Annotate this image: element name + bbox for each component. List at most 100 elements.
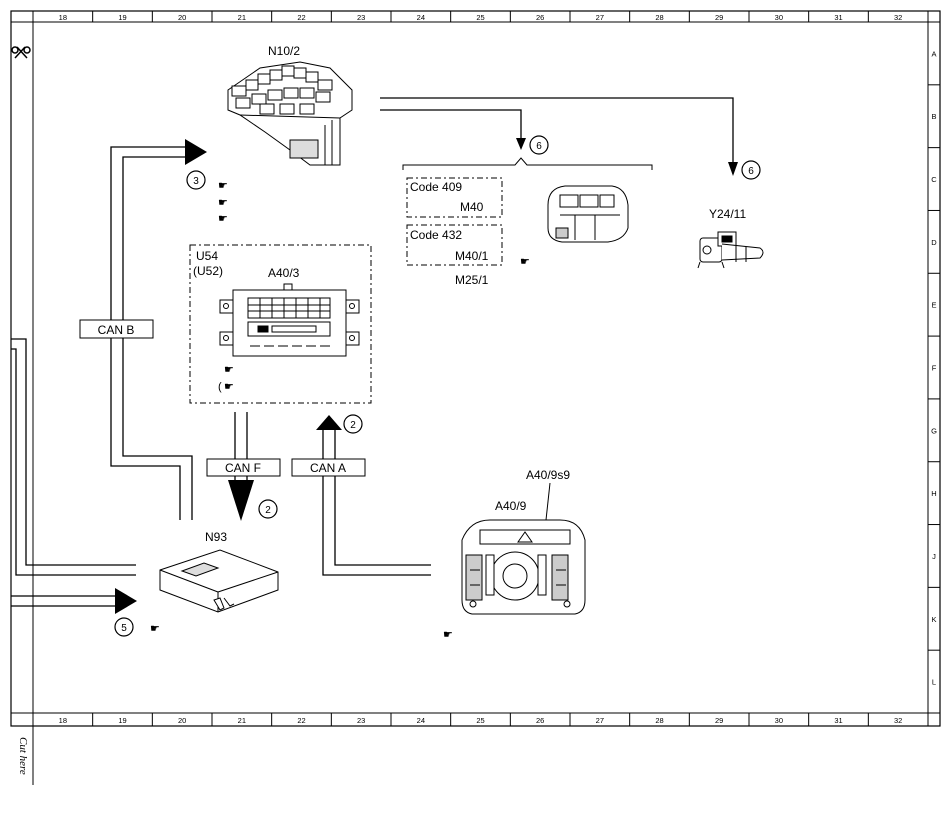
ruler-ticks bbox=[92, 11, 940, 726]
code-409-label: Code 409 bbox=[410, 180, 462, 194]
code-432-label: Code 432 bbox=[410, 228, 462, 242]
scissors-icon bbox=[11, 46, 31, 59]
u52-label: (U52) bbox=[193, 264, 223, 278]
ruler-row-letter: E bbox=[931, 301, 936, 310]
hand-pointer-icon: ☛ bbox=[224, 381, 234, 393]
ruler-frame bbox=[10, 10, 941, 785]
svg-text:5: 5 bbox=[121, 623, 127, 634]
ruler-number: 18 bbox=[59, 13, 67, 22]
ruler-number: 27 bbox=[596, 716, 604, 725]
ruler-row-letter: C bbox=[931, 175, 937, 184]
hand-pointer-icons-u54: ☛ ( ☛ bbox=[218, 364, 234, 393]
arrow-heads bbox=[115, 138, 738, 614]
svg-text:6: 6 bbox=[536, 141, 542, 152]
ruler-number: 30 bbox=[775, 13, 783, 22]
can-b-label: CAN B bbox=[98, 323, 135, 337]
ruler-number: 27 bbox=[596, 13, 604, 22]
ruler-number: 31 bbox=[834, 716, 842, 725]
n10-2-module-icon bbox=[227, 61, 353, 166]
can-f-label: CAN F bbox=[225, 461, 261, 475]
u54-dashed-box bbox=[189, 244, 372, 404]
arrow-to-6a bbox=[516, 138, 526, 150]
ruler-number: 25 bbox=[476, 716, 484, 725]
ruler-number: 18 bbox=[59, 716, 67, 725]
ruler-number: 28 bbox=[655, 716, 663, 725]
svg-text:2: 2 bbox=[265, 505, 271, 516]
ruler-number: 19 bbox=[118, 716, 126, 725]
wiring-lines bbox=[11, 97, 734, 607]
ruler-number: 31 bbox=[834, 13, 842, 22]
n93-module-icon bbox=[159, 549, 279, 613]
ruler-row-letter: J bbox=[932, 552, 936, 561]
ruler-number: 22 bbox=[297, 716, 305, 725]
ruler-row-letter: B bbox=[931, 112, 936, 121]
code-432-box bbox=[406, 224, 503, 266]
can-f-tag: CAN F bbox=[206, 458, 281, 477]
ruler-number: 20 bbox=[178, 716, 186, 725]
ruler-number: 23 bbox=[357, 13, 365, 22]
ruler-number: 19 bbox=[118, 13, 126, 22]
svg-text:6: 6 bbox=[748, 166, 754, 177]
svg-text:3: 3 bbox=[193, 176, 199, 187]
ruler-number: 24 bbox=[417, 13, 425, 22]
hand-pointer-icon: ☛ bbox=[150, 623, 160, 635]
ruler-row-letter: A bbox=[931, 49, 936, 58]
ruler-row-letter: H bbox=[931, 489, 936, 498]
ruler-row-letter: G bbox=[931, 426, 937, 435]
ref-5-badge: 5 bbox=[114, 617, 134, 637]
a40-9s9-leader bbox=[545, 482, 551, 521]
ruler-number: 22 bbox=[297, 13, 305, 22]
can-a-tag: CAN A bbox=[291, 458, 366, 477]
ref-6-badge-a: 6 bbox=[529, 135, 549, 155]
ruler-number: 26 bbox=[536, 13, 544, 22]
a40-3-label: A40/3 bbox=[268, 266, 300, 280]
can-a-label: CAN A bbox=[310, 461, 346, 475]
ruler-number: 24 bbox=[417, 716, 425, 725]
ruler-number: 21 bbox=[238, 13, 246, 22]
ruler-row-letter: L bbox=[932, 678, 936, 687]
ruler-number: 26 bbox=[536, 716, 544, 725]
ruler-row-letter: F bbox=[932, 364, 937, 373]
hand-pointer-icon: ☛ bbox=[443, 629, 453, 641]
arrow-can-a-up bbox=[316, 415, 342, 430]
n10-2-label: N10/2 bbox=[268, 44, 300, 58]
can-b-tag: CAN B bbox=[79, 319, 154, 339]
hand-pointer-icons-n10-2: ☛ ☛ ☛ bbox=[218, 180, 228, 225]
ref-2-badge-can-a: 2 bbox=[343, 414, 363, 434]
y24-11-valve-icon bbox=[697, 231, 764, 269]
brace-bracket bbox=[402, 157, 653, 170]
m25-1-label: M25/1 bbox=[455, 273, 489, 287]
ref-2-badge-can-f: 2 bbox=[258, 499, 278, 519]
m40-label: M40 bbox=[460, 200, 484, 214]
u54-paren: ( bbox=[218, 381, 222, 393]
ruler-number: 20 bbox=[178, 13, 186, 22]
arrow-to-n93-left bbox=[115, 588, 137, 614]
svg-text:2: 2 bbox=[350, 420, 356, 431]
a40-3-unit-icon bbox=[219, 283, 360, 357]
arrow-to-n10-2 bbox=[185, 139, 207, 165]
ruler-number: 30 bbox=[775, 716, 783, 725]
n93-label: N93 bbox=[205, 530, 227, 544]
a40-9s9-label: A40/9s9 bbox=[526, 468, 570, 482]
ruler-row-letter: D bbox=[931, 238, 937, 247]
cut-here-label: Cut here bbox=[17, 737, 29, 775]
ruler-number: 25 bbox=[476, 13, 484, 22]
a40-9-panel-icon bbox=[461, 519, 586, 615]
ref-3-badge: 3 bbox=[186, 170, 206, 190]
code-409-box bbox=[406, 177, 503, 218]
hand-pointer-icon: ☛ bbox=[520, 256, 530, 268]
ruler-number: 28 bbox=[655, 13, 663, 22]
y24-11-label: Y24/11 bbox=[709, 207, 746, 221]
arrow-can-f-down bbox=[228, 480, 254, 521]
u54-label: U54 bbox=[196, 249, 218, 263]
ref-6-badge-b: 6 bbox=[741, 160, 761, 180]
ruler-number: 29 bbox=[715, 13, 723, 22]
hand-pointer-icon: ☛ bbox=[218, 197, 228, 209]
ruler-number: 23 bbox=[357, 716, 365, 725]
actuator-connector-icon bbox=[547, 185, 629, 243]
hand-pointer-icon: ☛ bbox=[218, 180, 228, 192]
ruler-row-letter: K bbox=[931, 615, 936, 624]
